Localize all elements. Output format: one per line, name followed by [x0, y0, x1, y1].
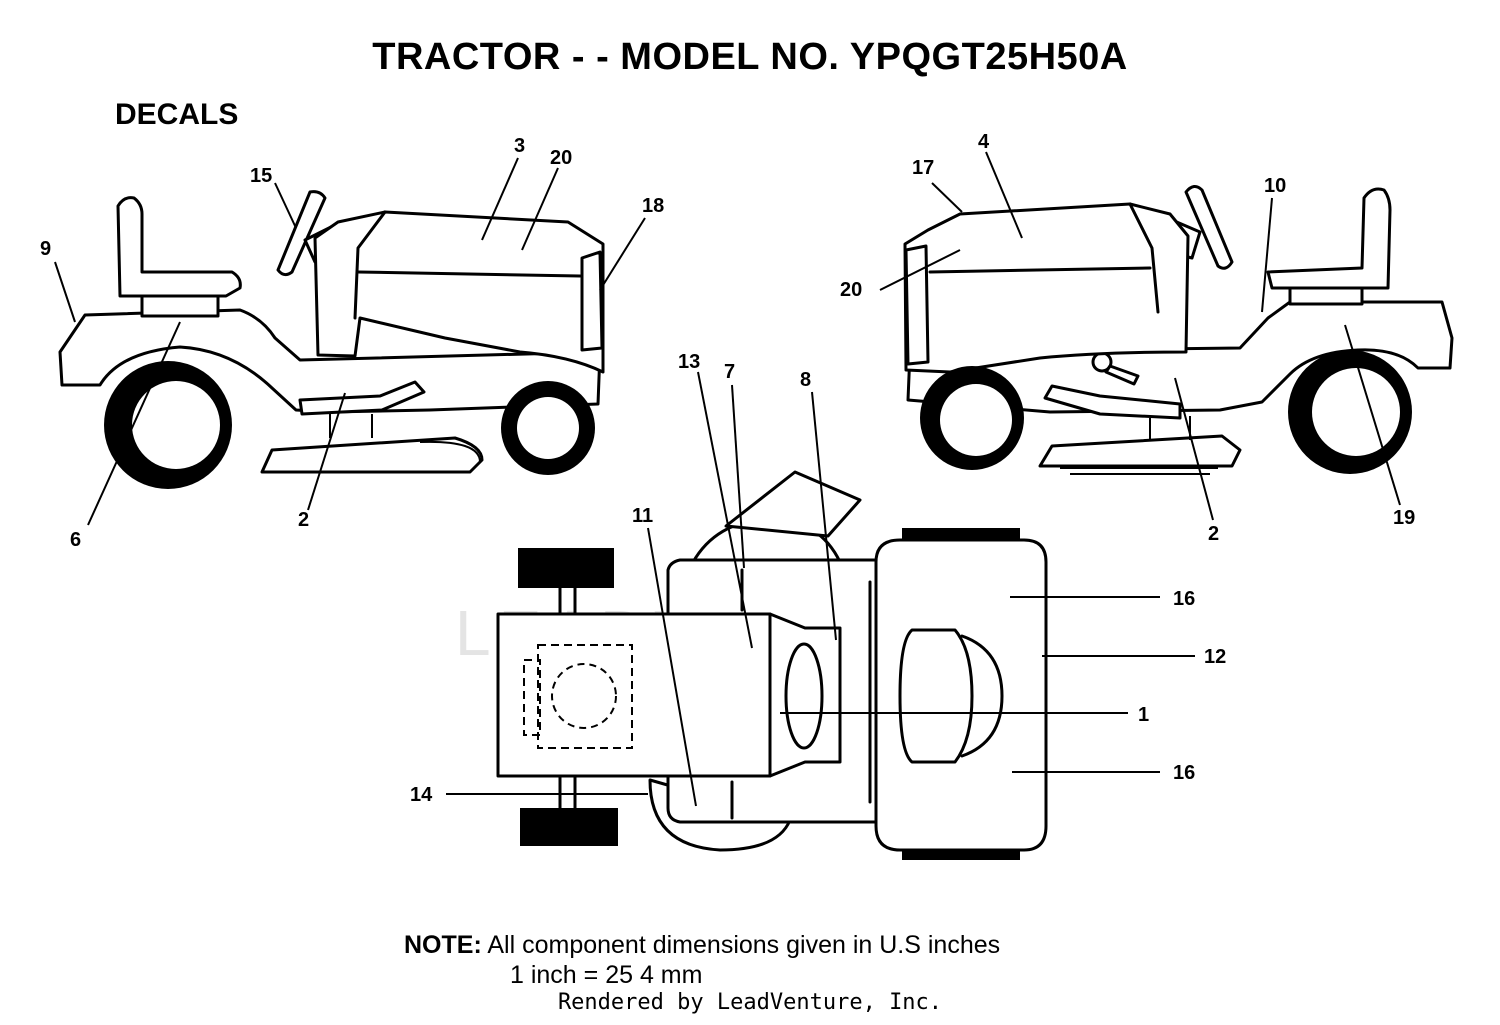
foot-pedal-right: [1043, 384, 1182, 420]
callout-10: 10: [1264, 175, 1286, 197]
mower-deck-right: [1038, 434, 1242, 468]
mower-deck: [260, 436, 484, 474]
seat: [116, 196, 242, 298]
tractor-right-side-view: [903, 185, 1454, 475]
grille-right: [904, 244, 930, 366]
steering-wheel-right: [1184, 185, 1234, 270]
callout-7: 7: [724, 361, 735, 383]
callout-20-right: 20: [840, 279, 862, 301]
callout-12: 12: [1204, 646, 1226, 668]
callout-16-top: 16: [1173, 588, 1195, 610]
callout-13: 13: [678, 351, 700, 373]
note-label: NOTE:: [404, 931, 482, 959]
section-title: DECALS: [115, 98, 239, 131]
grille: [580, 250, 604, 352]
lift-lever: [1104, 364, 1140, 386]
steering-wheel: [276, 190, 327, 277]
leader-lines: [54, 151, 1401, 807]
front-tire-bottom: [520, 808, 618, 846]
seat-right: [1266, 187, 1392, 290]
callout-17: 17: [912, 157, 934, 179]
callout-9: 9: [40, 238, 51, 260]
callout-16-bottom: 16: [1173, 762, 1195, 784]
callout-15: 15: [250, 165, 272, 187]
callout-20-left: 20: [550, 147, 572, 169]
callout-18: 18: [642, 195, 664, 217]
note-line-1: All component dimensions given in U.S in…: [487, 931, 1001, 959]
body-frame-right: [906, 300, 1454, 414]
callout-14: 14: [410, 784, 433, 806]
foot-pedal: [298, 380, 426, 416]
dimensions-note: NOTE: All component dimensions given in …: [404, 930, 1000, 990]
callout-2-left: 2: [298, 509, 309, 531]
front-tire-top: [518, 548, 614, 588]
hood-right: [903, 202, 1190, 374]
steering-column: [784, 642, 824, 750]
discharge-chute: [724, 470, 862, 538]
callout-2-right: 2: [1208, 523, 1219, 545]
hood: [313, 210, 605, 374]
seat-top: [898, 628, 974, 764]
callout-19: 19: [1393, 507, 1415, 529]
page-title: TRACTOR - - MODEL NO. YPQGT25H50A: [372, 36, 1128, 78]
render-credit: Rendered by LeadVenture, Inc.: [557, 990, 943, 1015]
tractor-top-view: [496, 470, 1048, 860]
callout-11: 11: [632, 505, 653, 527]
note-line-2: 1 inch = 25 4 mm: [510, 961, 703, 989]
tractor-left-side-view: [58, 190, 605, 489]
callout-8: 8: [800, 369, 811, 391]
callout-4: 4: [978, 131, 990, 153]
callout-3: 3: [514, 135, 525, 157]
callout-numbers: 9 15 3 20 18 6 2 4 17 10 20 2 19 13 7 8 …: [40, 131, 1415, 806]
callout-6: 6: [70, 529, 81, 551]
body-frame: [58, 308, 602, 414]
callout-1: 1: [1138, 704, 1149, 726]
